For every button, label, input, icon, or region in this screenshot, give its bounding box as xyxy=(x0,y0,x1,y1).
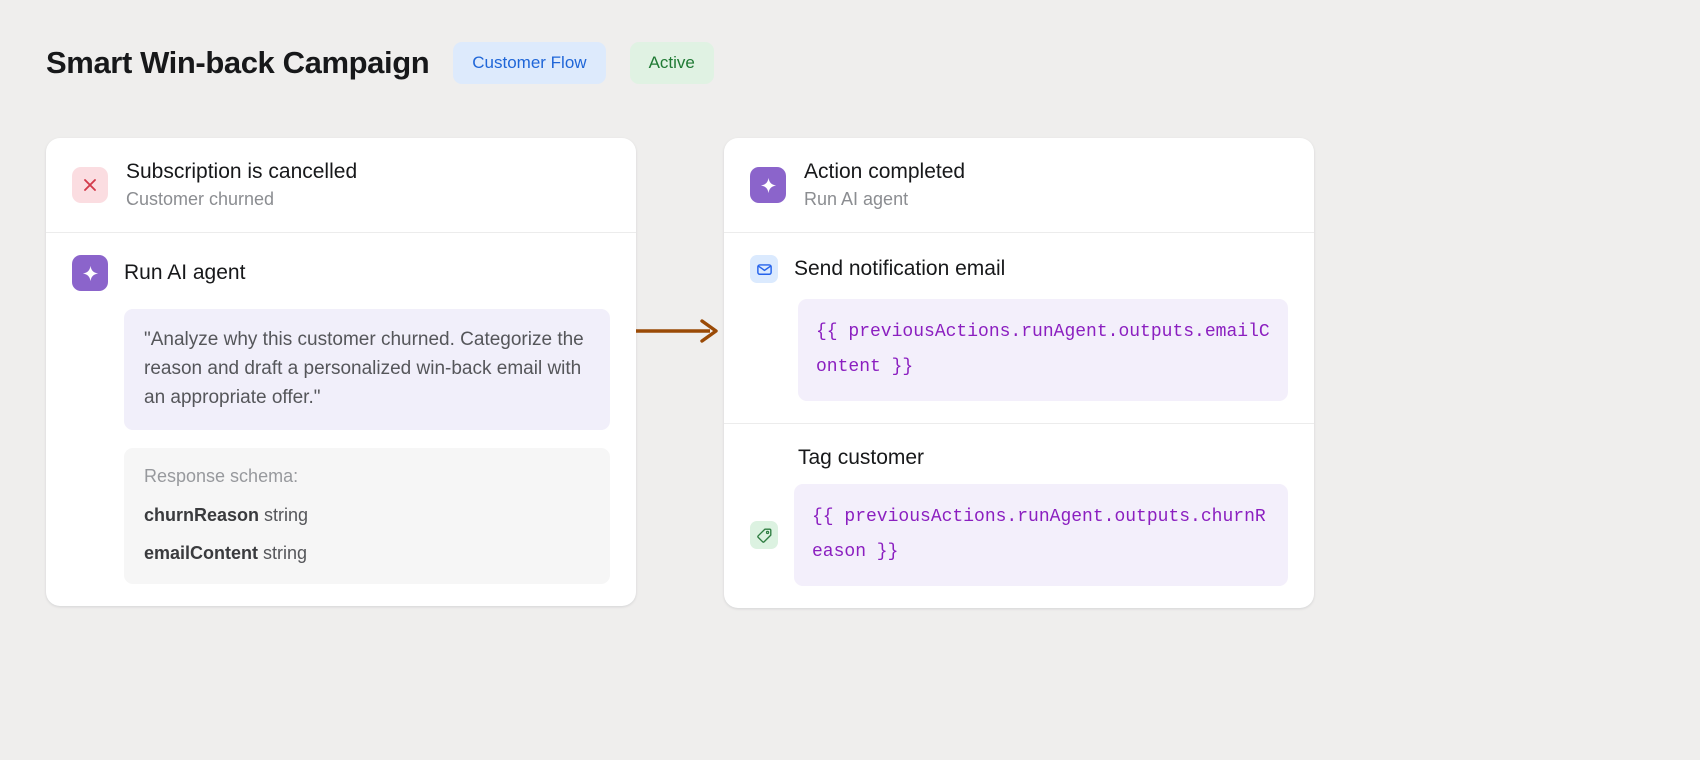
badge-status-active[interactable]: Active xyxy=(629,42,714,84)
run-ai-agent-section: Run AI agent "Analyze why this customer … xyxy=(46,232,636,606)
page-header: Smart Win-back Campaign Customer Flow Ac… xyxy=(46,42,714,84)
send-email-label: Send notification email xyxy=(794,257,1006,280)
send-email-section: Send notification email {{ previousActio… xyxy=(724,232,1314,423)
run-ai-agent-label: Run AI agent xyxy=(124,261,246,284)
email-template-code: {{ previousActions.runAgent.outputs.emai… xyxy=(798,299,1288,402)
result-subtitle: Run AI agent xyxy=(804,188,909,209)
sparkle-ai-icon xyxy=(72,255,108,291)
run-ai-agent-row[interactable]: Run AI agent xyxy=(72,255,610,291)
page-title: Smart Win-back Campaign xyxy=(46,45,430,80)
close-x-icon xyxy=(72,167,108,203)
schema-field-type: string xyxy=(263,542,308,563)
trigger-header-section: Subscription is cancelled Customer churn… xyxy=(46,138,636,232)
trigger-title: Subscription is cancelled xyxy=(126,160,358,183)
tag-customer-section: Tag customer {{ previousActions.runAgent… xyxy=(724,423,1314,608)
result-title: Action completed xyxy=(804,160,966,183)
tag-customer-row[interactable]: {{ previousActions.runAgent.outputs.chur… xyxy=(750,484,1288,587)
trigger-node-header: Subscription is cancelled Customer churn… xyxy=(72,160,610,210)
tag-icon xyxy=(750,521,778,550)
schema-field-row: churnReason string xyxy=(144,505,590,526)
schema-field-row: emailContent string xyxy=(144,543,590,564)
schema-field-type: string xyxy=(264,504,309,525)
result-node-texts: Action completed Run AI agent xyxy=(804,160,965,210)
result-node-header: Action completed Run AI agent xyxy=(750,160,1288,210)
response-schema-title: Response schema: xyxy=(144,465,299,486)
schema-field-name: churnReason xyxy=(144,504,260,525)
result-header-section: Action completed Run AI agent xyxy=(724,138,1314,232)
tag-customer-label: Tag customer xyxy=(798,446,925,470)
trigger-card: Subscription is cancelled Customer churn… xyxy=(46,138,636,606)
send-email-row[interactable]: Send notification email xyxy=(750,255,1288,283)
trigger-node-texts: Subscription is cancelled Customer churn… xyxy=(126,160,357,210)
badge-customer-flow[interactable]: Customer Flow xyxy=(453,42,606,84)
trigger-subtitle: Customer churned xyxy=(126,188,275,209)
ai-prompt-block: "Analyze why this customer churned. Cate… xyxy=(124,309,610,430)
flow-arrow xyxy=(636,316,724,346)
envelope-icon xyxy=(750,255,778,283)
response-schema-block: Response schema: churnReason string emai… xyxy=(124,447,610,584)
result-card: Action completed Run AI agent Send notif… xyxy=(724,138,1314,609)
schema-field-name: emailContent xyxy=(144,542,259,563)
sparkle-ai-icon xyxy=(750,167,786,203)
tag-template-code: {{ previousActions.runAgent.outputs.chur… xyxy=(794,484,1288,587)
